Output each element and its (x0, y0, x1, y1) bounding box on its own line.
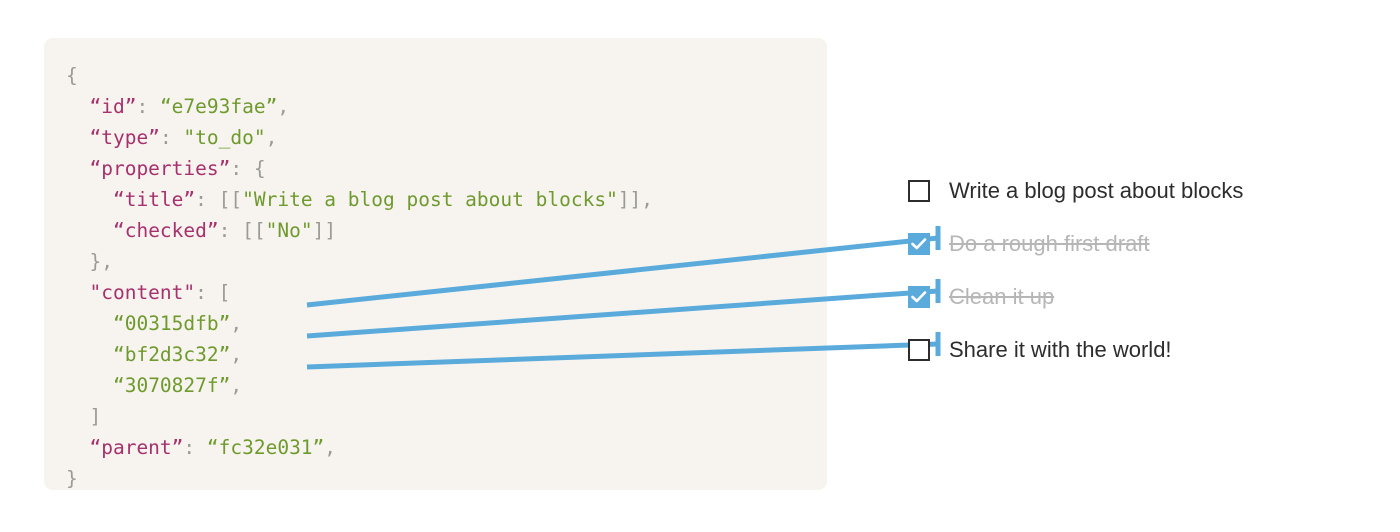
checklist-row-label: Write a blog post about blocks (949, 177, 1244, 203)
json-code-panel: { “id”: “e7e93fae”, “type”: "to_do", “pr… (44, 38, 827, 490)
code-token-punct: [[ (218, 188, 243, 211)
code-token-str: “bf2d3c32” (112, 343, 231, 366)
code-token-key: “type” (89, 126, 160, 149)
code-line: “3070827f”, (66, 370, 653, 401)
checkbox-slot (908, 232, 938, 255)
code-line: “checked”: [["No"]] (66, 215, 653, 246)
code-token-key: “properties” (89, 157, 231, 180)
code-token-punct: } (66, 467, 78, 490)
code-token-punct: , (277, 95, 290, 118)
checkbox-checked-icon[interactable] (908, 285, 930, 308)
checklist-row[interactable]: Share it with the world! (908, 323, 1328, 376)
checkbox-unchecked-icon[interactable] (908, 179, 930, 202)
code-token-str: "Write a blog post about blocks" (242, 188, 618, 211)
code-token-str: “3070827f” (112, 374, 231, 397)
code-token-key: “title” (112, 188, 196, 211)
checklist-row[interactable]: Do a rough first draft (908, 217, 1328, 270)
code-token-colon: : (136, 95, 160, 118)
code-token-punct: }, (89, 250, 113, 273)
code-token-str: “fc32e031” (206, 436, 325, 459)
code-line: { (66, 60, 653, 91)
code-line: } (66, 463, 653, 494)
code-line: “parent”: “fc32e031”, (66, 432, 653, 463)
code-token-punct: { (66, 64, 78, 87)
checklist-row[interactable]: Clean it up (908, 270, 1328, 323)
code-token-colon: : (195, 281, 219, 304)
code-token-key: “id” (89, 95, 137, 118)
code-line: “bf2d3c32”, (66, 339, 653, 370)
code-token-str: “e7e93fae” (159, 95, 278, 118)
checklist-row-label: Share it with the world! (949, 336, 1172, 362)
checkbox-slot (908, 338, 938, 361)
checkbox-checked-icon[interactable] (908, 232, 930, 255)
checkbox-slot (908, 179, 938, 202)
code-token-colon: : (195, 188, 219, 211)
code-token-punct: , (230, 374, 243, 397)
code-line: "content": [ (66, 277, 653, 308)
code-token-str: “00315dfb” (112, 312, 231, 335)
code-line: “id”: “e7e93fae”, (66, 91, 653, 122)
code-line: “00315dfb”, (66, 308, 653, 339)
code-line: “properties”: { (66, 153, 653, 184)
code-token-punct: ] (89, 405, 102, 428)
code-token-colon: : (183, 436, 207, 459)
code-token-colon: : (218, 219, 243, 242)
checkbox-slot (908, 285, 938, 308)
code-token-punct: , (324, 436, 337, 459)
checkbox-unchecked-icon[interactable] (908, 338, 930, 361)
code-token-key: “parent” (89, 436, 184, 459)
code-token-punct: , (265, 126, 278, 149)
code-line: }, (66, 246, 653, 277)
code-line: “title”: [["Write a blog post about bloc… (66, 184, 653, 215)
code-token-key: "content" (89, 281, 196, 304)
code-token-str: "to_do" (183, 126, 266, 149)
code-token-punct: [[ (242, 219, 266, 242)
code-token-punct: , (230, 343, 243, 366)
checklist-row-label: Do a rough first draft (949, 230, 1150, 256)
code-token-colon: : (230, 157, 254, 180)
code-line: ] (66, 401, 653, 432)
todo-checklist: Write a blog post about blocks Do a rough… (908, 164, 1328, 376)
checklist-row-label: Clean it up (949, 283, 1055, 309)
code-token-punct: ]] (312, 219, 337, 242)
checklist-row[interactable]: Write a blog post about blocks (908, 164, 1328, 217)
code-token-punct: [ (218, 281, 231, 304)
code-line: “type”: "to_do", (66, 122, 653, 153)
code-token-punct: ]], (617, 188, 654, 211)
json-code-listing: { “id”: “e7e93fae”, “type”: "to_do", “pr… (66, 60, 653, 494)
code-token-punct: , (230, 312, 243, 335)
code-token-str: "No" (265, 219, 313, 242)
code-token-colon: : (159, 126, 184, 149)
code-token-punct: { (253, 157, 266, 180)
code-token-key: “checked” (112, 219, 219, 242)
